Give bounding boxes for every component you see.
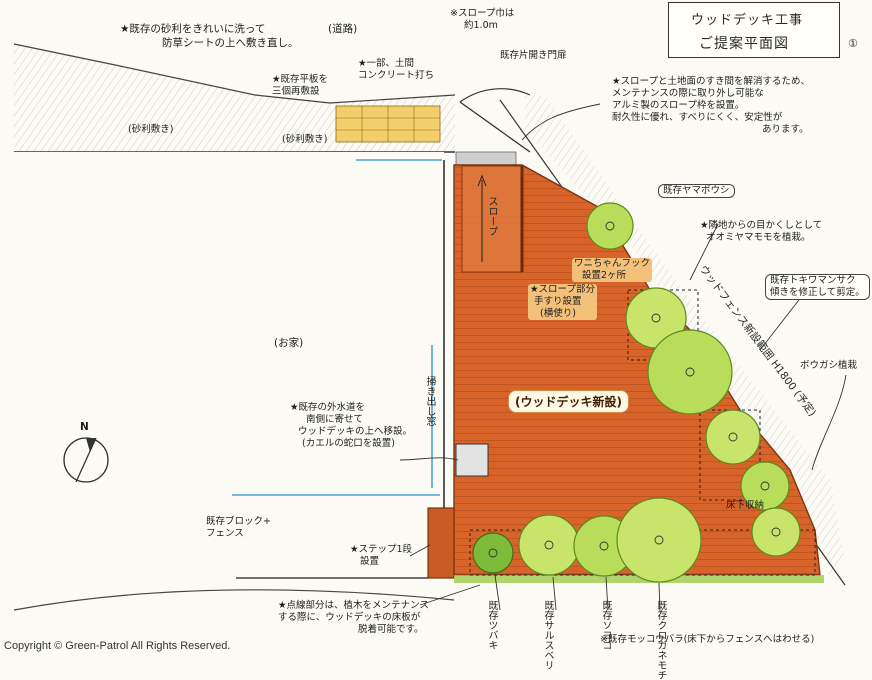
- gate-leaf: [459, 101, 531, 153]
- house-outline: [14, 152, 444, 504]
- label-gravel-mid: (砂利敷き): [282, 134, 328, 145]
- note-existing-gate: 既存片開き門扉: [500, 50, 567, 61]
- note-concrete: ★一部、土間 コンクリート打ち: [358, 58, 435, 81]
- label-gravel-left: (砂利敷き): [128, 124, 174, 135]
- site-plan-svg: [13, 43, 847, 613]
- road-label: (道路): [328, 23, 358, 35]
- step: [427, 507, 455, 579]
- label-window: 掃き出し窓: [424, 376, 435, 426]
- note-hooks: ワニちゃんフック 設置2ヶ所: [572, 258, 653, 282]
- north-arrow: [63, 437, 109, 483]
- note-step: ★ステップ1段 設置: [350, 544, 413, 567]
- slope-area: [461, 165, 523, 273]
- note-slope-frame: ★スロープと土地面のすき間を解消するため、 メンテナンスの際に取り外し可能な ア…: [612, 76, 810, 135]
- note-bougainvillea: ボウガシ植栽: [800, 360, 858, 371]
- leader-lines: [399, 103, 847, 613]
- tree-tsubaki: [472, 532, 514, 574]
- north-label: N: [80, 421, 89, 433]
- label-wood-deck: (ウッドデッキ新設): [508, 390, 629, 413]
- note-dotted-removable: ★点線部分は、植木をメンテナンス する際に、ウッドデッキの床板が 脱着可能です。: [278, 600, 429, 635]
- label-tree-kuroganemochi: 既存クロガネモチ: [655, 600, 666, 680]
- tree-tokiwamansaku-3: [751, 507, 801, 557]
- title-line-2: ご提案平面図: [699, 36, 789, 52]
- label-yamaboushi: 既存ヤマボウシ: [658, 184, 735, 198]
- note-tree-screen: ★隣地からの目かくしとして オオミヤマモモを植栽。: [700, 220, 823, 243]
- tree-tokiwamansaku-1: [705, 409, 761, 465]
- gate-swing-arc: [459, 88, 531, 103]
- label-house: (お家): [274, 337, 304, 349]
- note-handrail: ★スロープ部分 手すり設置 (横使り): [528, 284, 597, 320]
- note-slope-width: ※スロープ巾は 約1.0m: [450, 8, 515, 31]
- water-faucet-box: [455, 443, 489, 477]
- title-box: ウッドデッキ工事 ご提案平面図: [668, 2, 840, 58]
- lower-ground-curve: [13, 589, 455, 611]
- tree-kuroganemochi: [616, 497, 702, 583]
- tree-yamaboushi: [586, 202, 634, 250]
- note-block-fence: 既存ブロック+ フェンス: [206, 516, 271, 539]
- copyright-text: Copyright © Green-Patrol All Rights Rese…: [4, 640, 231, 652]
- label-slope-vertical: スロープ: [486, 196, 497, 236]
- label-tree-soyogo: 既存ソヨゴ: [600, 600, 611, 650]
- note-water-tap: ★既存の外水道を 南側に寄せて ウッドデッキの上へ移設。 (カエルの蛇口を設置): [290, 402, 413, 449]
- note-mokkoubara: ※既存モッコウバラ(床下からフェンスへはわせる): [600, 634, 815, 645]
- grass-strip: [454, 575, 824, 583]
- label-under-floor: 床下収納: [726, 500, 765, 511]
- label-tree-tsubaki: 既存ツバキ: [486, 600, 497, 650]
- tree-miyamamomo-2: [647, 329, 733, 415]
- plan-drawing: ウッドデッキ工事 ご提案平面図 ① ★既存の砂利をきれいに洗って 防草シートの上…: [4, 2, 870, 680]
- sheet-number: ①: [848, 37, 858, 50]
- note-paving: ★既存平板を 三個再敷設: [272, 74, 329, 97]
- note-gravel-top: ★既存の砂利をきれいに洗って 防草シートの上へ敷き直し。: [120, 23, 299, 49]
- label-tree-sarusuberi: 既存サルスベリ: [542, 600, 553, 670]
- trees: [472, 202, 801, 583]
- road-edge-line: [13, 43, 456, 104]
- title-line-1: ウッドデッキ工事: [691, 13, 804, 28]
- note-tokiwamansaku: 既存トキワマンサク 傾きを修正して剪定。: [765, 274, 870, 300]
- tree-sarusuberi: [518, 514, 580, 576]
